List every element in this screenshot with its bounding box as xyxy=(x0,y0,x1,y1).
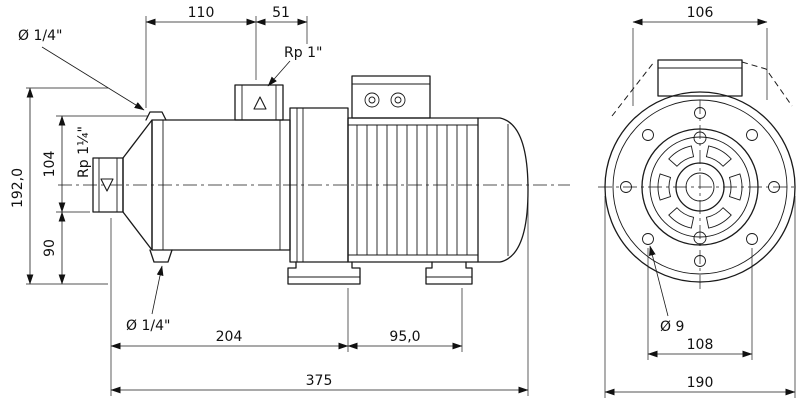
vent-label: Ø 1/4" xyxy=(18,28,62,44)
suction-flange-lines xyxy=(98,158,118,212)
bolt-hole xyxy=(746,129,758,141)
port-top-label: Rp 1" xyxy=(284,45,322,61)
drain-label: Ø 1/4" xyxy=(126,318,170,334)
front-plug-bottom xyxy=(693,231,707,245)
dim-label-108: 108 xyxy=(687,337,714,353)
front-outer-flange xyxy=(604,91,796,283)
dim-label-104: 104 xyxy=(42,151,58,178)
front-face-inner xyxy=(649,136,751,238)
front-terminal-box xyxy=(657,59,743,97)
dim-label-90: 90 xyxy=(42,239,58,257)
drain-plug xyxy=(149,249,173,263)
bolt-hole xyxy=(746,233,758,245)
suction-label: Rp 1¼" xyxy=(76,126,92,178)
vent-plug xyxy=(145,111,167,121)
bolt-hole xyxy=(768,181,780,193)
dim-label-110: 110 xyxy=(188,5,215,21)
adapter-foot xyxy=(287,261,361,285)
fan-cover xyxy=(477,117,529,263)
terminal-box xyxy=(351,75,431,119)
hub xyxy=(675,162,725,212)
cable-gland xyxy=(364,92,380,108)
bolt-hole xyxy=(694,255,706,267)
bolt-hole-label: Ø 9 xyxy=(660,319,684,335)
port-flow-arrow xyxy=(253,96,267,110)
dim-label-190: 190 xyxy=(687,375,714,391)
front-view-dimensions: 106 Ø 9 108 190 xyxy=(604,5,796,398)
bolt-hole-leader xyxy=(649,245,669,317)
shaft-bore xyxy=(685,172,715,202)
motor-body xyxy=(347,117,479,263)
dim-label-375: 375 xyxy=(306,373,333,389)
dim-label-51: 51 xyxy=(272,5,290,21)
side-view-dimensions: 110 51 Ø 1/4" Rp 1" 192,0 104 90 Rp 1¼" … xyxy=(10,5,529,396)
front-plug-top xyxy=(693,131,707,145)
bolt-hole xyxy=(642,233,654,245)
front-face xyxy=(641,128,759,246)
dim-label-95: 95,0 xyxy=(389,329,420,345)
discharge-port xyxy=(234,84,284,121)
bolt-hole xyxy=(694,107,706,119)
motor-fins xyxy=(356,125,468,255)
discharge-port-lines xyxy=(241,85,277,120)
vent-leader xyxy=(41,46,145,111)
bolt-hole xyxy=(642,129,654,141)
front-view xyxy=(598,59,798,292)
side-view xyxy=(58,75,570,285)
dim-label-192: 192,0 xyxy=(10,168,26,208)
cable-gland-inner xyxy=(394,96,402,104)
cable-gland xyxy=(390,92,406,108)
motor-foot xyxy=(425,261,473,285)
inlet-flow-arrow xyxy=(100,178,114,192)
adapter-lines xyxy=(296,108,304,262)
dim-label-204: 204 xyxy=(216,329,243,345)
dim-label-106: 106 xyxy=(687,5,714,21)
stage-rings xyxy=(162,120,281,250)
motor-outline-dashed xyxy=(741,61,793,107)
motor-bands xyxy=(348,124,478,256)
port-leader xyxy=(267,60,291,87)
front-flange-inner xyxy=(612,99,788,275)
bolt-hole xyxy=(620,181,632,193)
cable-gland-inner xyxy=(368,96,376,104)
drain-leader xyxy=(151,265,164,315)
